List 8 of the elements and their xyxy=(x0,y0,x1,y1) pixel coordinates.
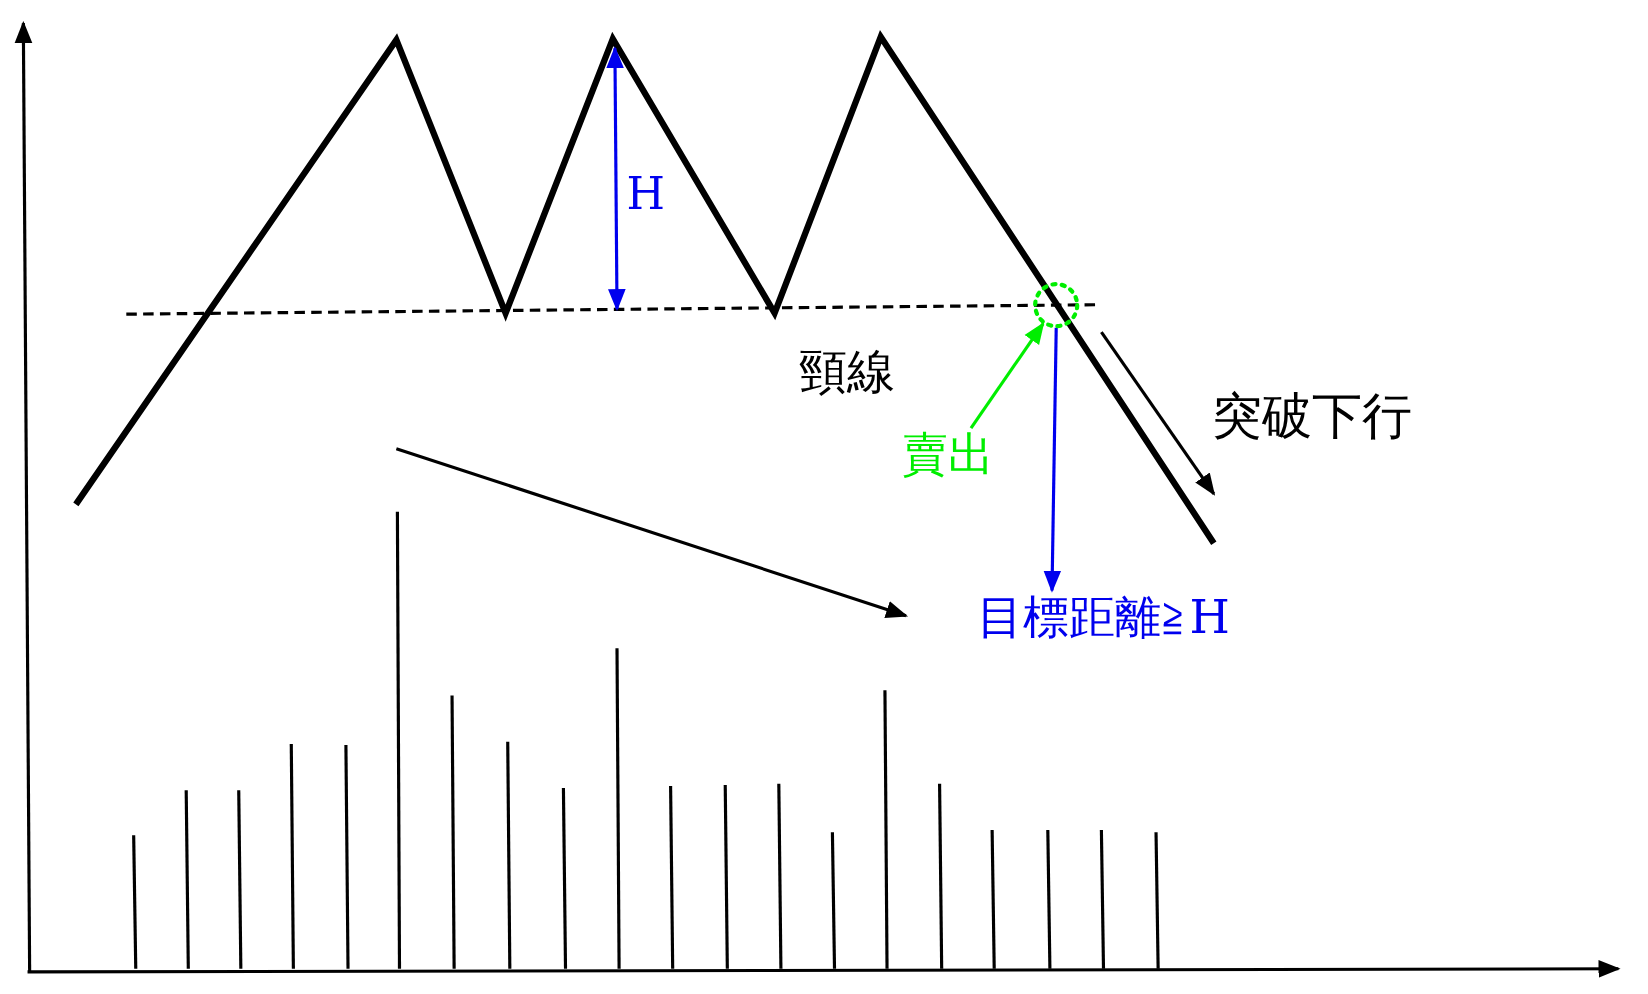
dimension-label: H xyxy=(626,172,665,217)
callout-text: 賣出 xyxy=(901,430,994,478)
trend-label: 突破下行 xyxy=(1211,390,1412,442)
arrow xyxy=(1043,327,1062,593)
target-text: 目標距離≧H xyxy=(977,593,1230,641)
neckline-label: 頸線 xyxy=(798,346,895,396)
dotted-circle xyxy=(1032,280,1081,329)
arrow xyxy=(969,321,1045,430)
